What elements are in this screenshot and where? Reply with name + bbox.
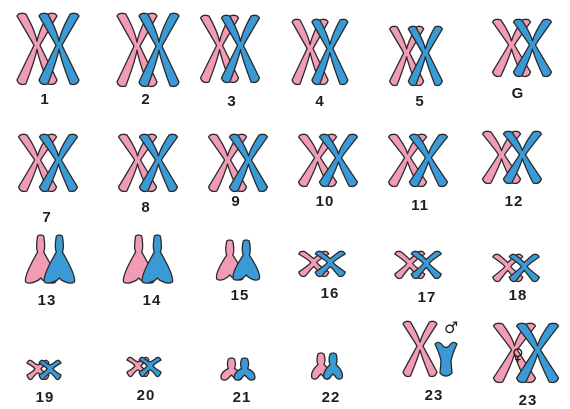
pair-label-6: G xyxy=(512,85,525,102)
pair-label-18: 18 xyxy=(509,287,528,304)
chromosome-14-paternal xyxy=(142,235,173,283)
pair-label-11: 11 xyxy=(411,197,429,214)
chromosome-13-paternal xyxy=(44,235,75,283)
chromosome-23-y xyxy=(435,342,457,376)
pair-label-1: 1 xyxy=(40,91,49,108)
pair-label-2: 2 xyxy=(141,91,150,108)
chromosome-10-paternal xyxy=(319,134,357,186)
pair-label-22: 22 xyxy=(322,389,341,406)
pair-label-4: 4 xyxy=(315,93,324,110)
chromosome-18-paternal xyxy=(509,254,539,281)
pair-label-8: 8 xyxy=(141,199,150,216)
chromosome-11-paternal xyxy=(409,134,447,186)
female-symbol: ♀ xyxy=(512,345,524,364)
pair-label-10: 10 xyxy=(316,193,335,210)
chromosome-17-paternal xyxy=(411,251,441,278)
pair-label-15: 15 xyxy=(231,287,250,304)
chromosome-16-paternal xyxy=(315,251,345,276)
chromosome-pairs xyxy=(17,13,559,382)
chromosome-4-paternal xyxy=(312,19,348,84)
chromosome-21-paternal xyxy=(234,358,255,380)
chromosome-7-paternal xyxy=(39,134,77,191)
chromosome-6-paternal xyxy=(513,19,551,76)
pair-label-16: 16 xyxy=(321,285,340,302)
pair-label-20: 20 xyxy=(137,387,156,404)
pair-label-12: 12 xyxy=(505,193,524,210)
chromosome-8-paternal xyxy=(139,134,177,191)
chromosome-23-x xyxy=(403,321,437,376)
pair-label-5: 5 xyxy=(415,93,424,110)
chromosome-5-paternal xyxy=(408,26,442,85)
pair-label-21: 21 xyxy=(233,389,252,406)
pair-label-14: 14 xyxy=(143,292,162,309)
chromosome-2-paternal xyxy=(139,13,179,86)
pair-label-23: 23 xyxy=(425,387,444,404)
pair-label-7: 7 xyxy=(42,209,51,226)
chromosome-9-paternal xyxy=(229,134,267,191)
pair-label-13: 13 xyxy=(38,292,57,309)
pair-label-19: 19 xyxy=(36,389,55,406)
chromosome-22-paternal xyxy=(324,353,343,379)
male-symbol: ♂ xyxy=(444,318,458,337)
chromosome-1-paternal xyxy=(39,13,79,84)
chromosome-12-paternal xyxy=(503,131,541,183)
chromosome-3-paternal xyxy=(221,15,259,82)
pair-label-9: 9 xyxy=(231,193,240,210)
pair-label-17: 17 xyxy=(418,289,437,306)
chromosome-15-paternal xyxy=(233,240,260,280)
pair-label-3: 3 xyxy=(227,93,236,110)
pair-label-24: 23 xyxy=(519,392,538,409)
